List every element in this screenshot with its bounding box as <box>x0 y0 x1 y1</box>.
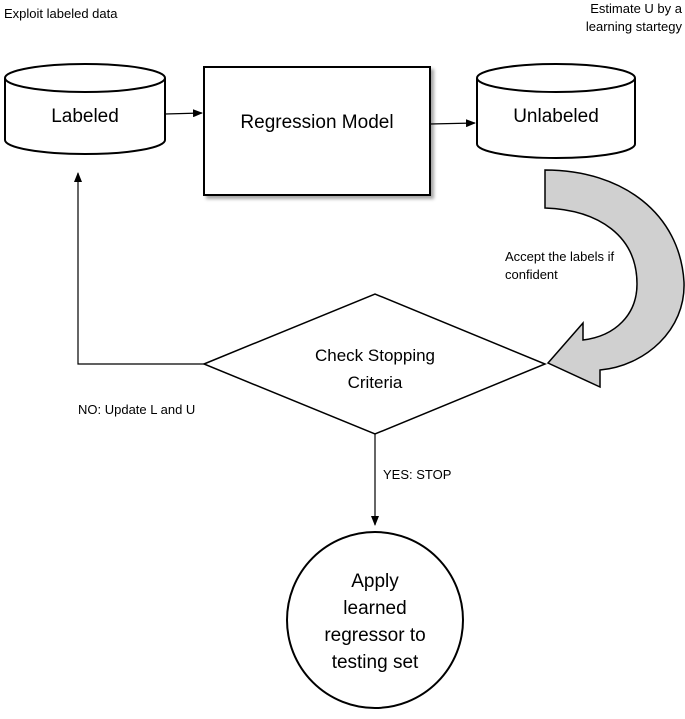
unlabeled-label: Unlabeled <box>513 106 599 127</box>
estimate-line-1: Estimate U by a <box>590 1 682 16</box>
arrow-labeled-to-model <box>164 109 203 118</box>
apply-line-3: regressor to <box>324 625 426 646</box>
regression-model-label: Regression Model <box>240 112 394 133</box>
apply-line-1: Apply <box>351 571 399 592</box>
apply-label: Apply learned regressor to testing set <box>295 568 455 676</box>
labeled-cylinder <box>4 63 166 155</box>
arrow-model-to-unlabeled <box>429 119 476 128</box>
labeled-label: Labeled <box>51 106 119 127</box>
curved-block-arrow <box>544 169 685 389</box>
estimate-annotation: Estimate U by a learning startegy <box>586 0 682 36</box>
no-update-label: NO: Update L and U <box>78 402 196 417</box>
estimate-line-2: learning startegy <box>585 19 682 34</box>
check-line-2: Criteria <box>347 373 403 392</box>
regression-model-box <box>203 66 431 196</box>
arrow-no-feedback <box>74 172 204 365</box>
yes-stop-label: YES: STOP <box>383 467 452 482</box>
unlabeled-cylinder <box>476 63 636 159</box>
apply-line-2: learned <box>343 598 407 619</box>
check-stopping-diamond <box>202 293 547 435</box>
exploit-annotation: Exploit labeled data <box>4 6 118 21</box>
check-stopping-label: Check Stopping Criteria <box>255 342 495 396</box>
apply-line-4: testing set <box>331 652 419 673</box>
accept-annotation: Accept the labels if confident <box>505 248 614 284</box>
check-line-1: Check Stopping <box>314 346 436 365</box>
accept-line-2: confident <box>505 267 558 282</box>
apply-circle <box>286 531 464 709</box>
accept-line-1: Accept the labels if <box>505 249 615 264</box>
